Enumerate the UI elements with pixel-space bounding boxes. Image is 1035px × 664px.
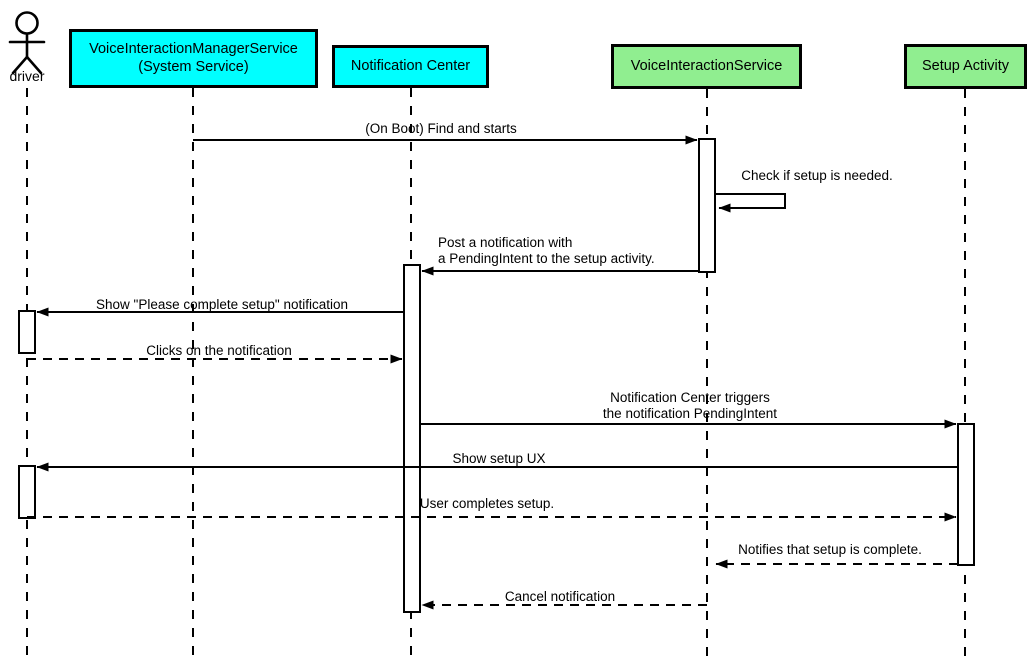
message-label-check-if-setup-is-needed: Check if setup is needed. [741, 168, 893, 183]
participant-box-vims[interactable]: VoiceInteractionManagerService (System S… [69, 29, 318, 88]
message-label-notifies-that-setup-is-complete: Notifies that setup is complete. [738, 542, 922, 557]
participant-box-setup-activity[interactable]: Setup Activity [904, 44, 1027, 89]
message-label-on-boot-find-and-starts: (On Boot) Find and starts [365, 121, 517, 136]
activation-vis [698, 138, 716, 273]
activation-driver-2 [18, 465, 36, 519]
activation-setup-activity [957, 423, 975, 566]
message-label-post-a-notification: Post a notification with a PendingIntent… [438, 235, 655, 267]
activation-driver-1 [18, 310, 36, 354]
participant-box-notification-center[interactable]: Notification Center [332, 45, 489, 88]
message-label-user-completes-setup: User completes setup. [419, 496, 555, 511]
message-label-notification-center-triggers: Notification Center triggers the notific… [602, 390, 778, 422]
message-label-cancel-notification: Cancel notification [504, 589, 616, 604]
participant-box-voice-interaction-service[interactable]: VoiceInteractionService [611, 44, 802, 89]
message-label-clicks-on-the-notification: Clicks on the notification [146, 343, 292, 358]
actor-stick-figure-icon [8, 11, 46, 75]
actor-label-driver: driver [9, 68, 45, 84]
message-label-show-complete-setup-notification: Show "Please complete setup" notificatio… [96, 297, 348, 312]
activation-bars [18, 138, 975, 613]
activation-notification-center [403, 264, 421, 613]
message-arrow-m2 [715, 193, 786, 213]
message-label-show-setup-ux: Show setup UX [452, 451, 546, 466]
